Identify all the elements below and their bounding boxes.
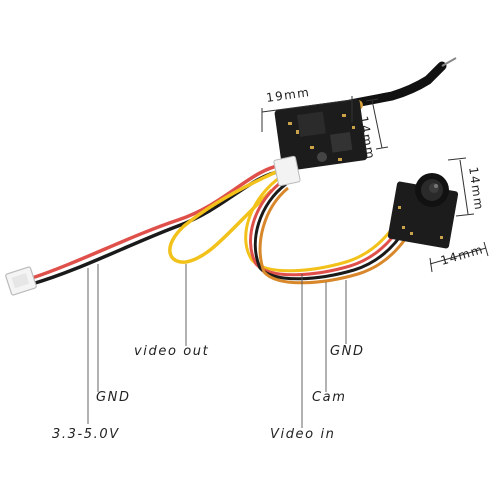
jst-power-plug: [5, 266, 37, 296]
camera-module: [387, 173, 459, 249]
vtx-board: [273, 98, 368, 187]
camera-cable: [244, 174, 412, 285]
dimension-lines: [261, 96, 489, 273]
leader-lines: [87, 264, 347, 428]
video-in-label: Video in: [270, 427, 336, 442]
video-out-label: video out: [134, 344, 210, 359]
camera-gnd-label: GND: [330, 344, 365, 359]
power-cable: [31, 163, 283, 286]
antenna: [345, 57, 457, 110]
power-gnd-label: GND: [96, 390, 131, 405]
power-voltage-label: 3.3-5.0V: [52, 427, 120, 442]
cam-signal-label: Cam: [312, 390, 347, 405]
video-out-loop: [168, 170, 277, 264]
